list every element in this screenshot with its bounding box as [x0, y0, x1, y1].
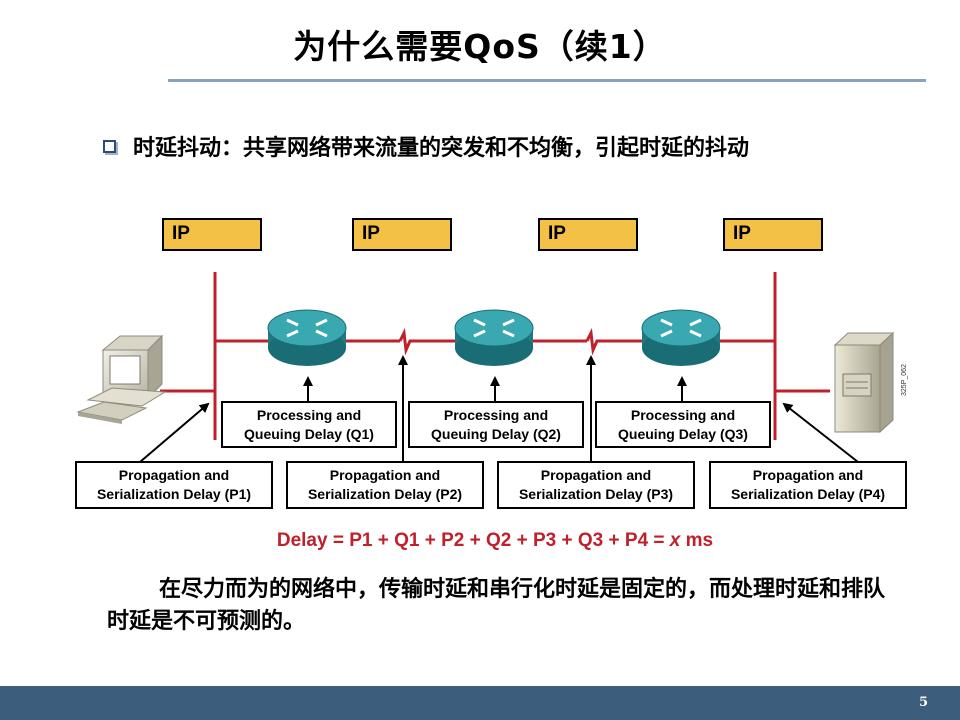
- router-icon-1: [267, 309, 347, 366]
- ip-packet-2: IP: [352, 218, 452, 251]
- bullet-square-icon: [103, 140, 116, 153]
- ip-packet-3: IP: [538, 218, 638, 251]
- ip-packet-1: IP: [162, 218, 262, 251]
- title-underline: [168, 79, 926, 82]
- footer-bar: 5: [0, 686, 960, 720]
- slide-title: 为什么需要QoS（续1）: [293, 27, 667, 66]
- router-icon-3: [641, 309, 721, 366]
- delay-arrows: [139, 355, 859, 463]
- workstation-icon: [76, 334, 167, 424]
- page-number: 5: [918, 695, 928, 710]
- server-icon: [833, 331, 895, 434]
- router-icon-2: [454, 309, 534, 366]
- body-paragraph: 在尽力而为的网络中，传输时延和串行化时延是固定的，而处理时延和排队时延是不可预测…: [107, 577, 886, 634]
- delay-formula: Delay = P1 + Q1 + P2 + Q2 + P3 + Q3 + P4…: [276, 530, 714, 551]
- network-links: [160, 272, 830, 440]
- ip-packet-4: IP: [723, 218, 823, 251]
- figure-id-label: 325P_062: [901, 364, 908, 396]
- bullet-text: 时延抖动：共享网络带来流量的突发和不均衡，引起时延的抖动: [133, 136, 750, 161]
